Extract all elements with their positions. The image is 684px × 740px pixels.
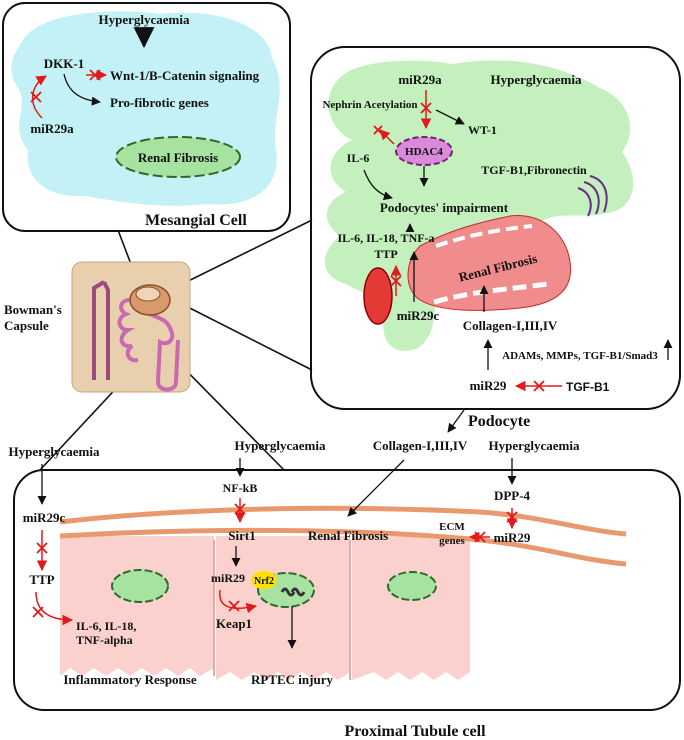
mesangial-hyperglycaemia: Hyperglycaemia	[99, 12, 190, 27]
tubule-mir29-right: miR29	[494, 530, 531, 545]
connector-podocyte-top	[169, 219, 313, 291]
vessel-ring-pattern-top	[435, 224, 533, 248]
ecm-label-1: ECM	[439, 521, 465, 533]
inhibit-x-icon	[506, 511, 518, 523]
vessel-end-cap	[363, 267, 393, 325]
adams-label: ADAMs, MMPs, TGF-B1/Smad3	[502, 350, 658, 362]
ttp-cytokine-inhibition	[35, 591, 74, 626]
mesangial-panel: Hyperglycaemia DKK-1 Wnt-1/B-Catenin sig…	[2, 2, 291, 232]
inhibit-x-icon	[373, 125, 383, 135]
inflammatory-label: Inflammatory Response	[63, 672, 196, 687]
ecm-label-2: genes	[439, 535, 465, 547]
golgi-icon	[583, 181, 600, 215]
keap1-label: Keap1	[216, 616, 252, 631]
nucleus-cell-1	[111, 569, 169, 603]
il6-impairment-arrow	[363, 169, 393, 201]
connector-podocyte-bottom	[169, 297, 313, 371]
inhibit-x-icon	[234, 503, 246, 515]
impairment-label: Podocytes' impairment	[380, 200, 509, 215]
tgfb1-label: TGF-B1	[566, 380, 610, 394]
dna-icon	[280, 587, 296, 597]
dna-icon	[290, 587, 306, 597]
fibrosis-vessel	[407, 215, 572, 311]
dkk1-profibrotic-arrow	[63, 73, 101, 106]
golgi-icon	[577, 187, 592, 217]
nephron-background	[71, 261, 191, 393]
tubule-cytokines-1: IL-6, IL-18,	[76, 619, 136, 633]
wt1-arrow	[435, 109, 465, 125]
hdac4-inhibit-arrow	[379, 129, 395, 145]
nfkb-label: NF-kB	[223, 481, 258, 495]
glomerulus-shape	[135, 286, 161, 302]
inhibit-x-icon	[89, 69, 101, 81]
tubule-cell-3	[352, 536, 470, 680]
ttp-label: TTP	[374, 247, 397, 261]
basement-membrane-upper	[59, 505, 627, 537]
wt1-label: WT-1	[468, 123, 497, 137]
cell-borders	[213, 540, 351, 680]
tubule-mir29c: miR29c	[23, 510, 66, 525]
mesangial-nucleus	[115, 136, 241, 178]
tubule-panel: Nrf2 Hyperglycaemia miR29c TTP IL-6, IL-…	[9, 409, 681, 740]
mir29a-inhibit-arrow	[32, 75, 47, 119]
collagen-fibrosis-arrow	[347, 459, 405, 517]
nephrin-label: Nephrin Acetylation	[322, 99, 417, 111]
wnt-label: Wnt-1/B-Catenin signaling	[110, 68, 260, 83]
dkk1-label: DKK-1	[44, 56, 84, 71]
podocyte-cell-body	[324, 60, 634, 351]
mir29-keap1-inhibition	[219, 589, 258, 614]
tubule-cytokines-2: TNF-alpha	[76, 633, 133, 647]
nephron-illustration	[71, 261, 191, 393]
bowman-label-line2: Capsule	[4, 318, 49, 333]
il6-label: IL-6	[347, 151, 370, 165]
tubule-cell-2	[216, 536, 350, 680]
inhibit-x-icon	[228, 600, 240, 612]
hdac4-label: HDAC4	[405, 146, 443, 158]
tubule-ttp: TTP	[29, 572, 54, 587]
tubule-collagen: Collagen-I,III,IV	[373, 438, 468, 453]
podocyte-mir29: miR29	[470, 378, 507, 393]
cytokines-label: IL-6, IL-18, TNF-a	[337, 231, 434, 245]
podocyte-panel: miR29a Hyperglycaemia Nephrin Acetylatio…	[310, 46, 681, 430]
golgi-icon	[589, 175, 608, 213]
podocyte-mir29a: miR29a	[398, 72, 442, 87]
basement-membrane-lower	[59, 527, 627, 567]
inhibit-x-icon	[533, 380, 545, 392]
tubule-renal-fibrosis: Renal Fibrosis	[308, 528, 388, 543]
dpp4-label: DPP-4	[494, 488, 531, 503]
inhibit-x-icon	[420, 102, 432, 114]
nucleus-cell-3	[387, 571, 437, 601]
nrf2-label: Nrf2	[254, 576, 274, 587]
podocyte-title: Podocyte	[468, 413, 530, 430]
inhibit-x-icon	[32, 606, 44, 618]
tubule-hyper-right: Hyperglycaemia	[489, 438, 580, 453]
profibrotic-label: Pro-fibrotic genes	[110, 95, 209, 110]
mir29a-label: miR29a	[30, 121, 74, 136]
rptec-label: RPTEC injury	[251, 672, 333, 687]
proximal-tubule-coil	[117, 298, 139, 363]
podocyte-hyperglycaemia: Hyperglycaemia	[491, 72, 582, 87]
tgf-fibronectin-label: TGF-B1,Fibronectin	[481, 163, 587, 177]
mesangial-renal-fibrosis: Renal Fibrosis	[138, 150, 218, 165]
inhibit-x-icon	[474, 531, 486, 543]
tubule-hyper-left: Hyperglycaemia	[9, 444, 100, 459]
tubule-hyper-mid: Hyperglycaemia	[235, 438, 326, 453]
tubule-mir29: miR29	[211, 571, 245, 585]
hdac4-node	[395, 136, 453, 166]
bowman-label-line1: Bowman's	[4, 302, 62, 317]
inhibit-x-icon	[30, 91, 42, 103]
podocyte-collagen: Collagen-I,III,IV	[463, 318, 558, 333]
loop-of-henle	[144, 310, 180, 392]
inhibit-x-icon	[36, 542, 48, 554]
inhibit-x-icon	[390, 275, 402, 287]
collecting-duct	[92, 280, 110, 380]
mesangial-title: Mesangial Cell	[145, 212, 247, 229]
tubule-title: Proximal Tubule cell	[344, 723, 486, 740]
nrf2-marker	[251, 571, 277, 589]
podocyte-collagen-arrow	[447, 409, 465, 433]
podocyte-mir29c: miR29c	[397, 308, 440, 323]
tubule-cell-1	[60, 536, 214, 676]
sirt1-label: Sirt1	[228, 528, 255, 543]
